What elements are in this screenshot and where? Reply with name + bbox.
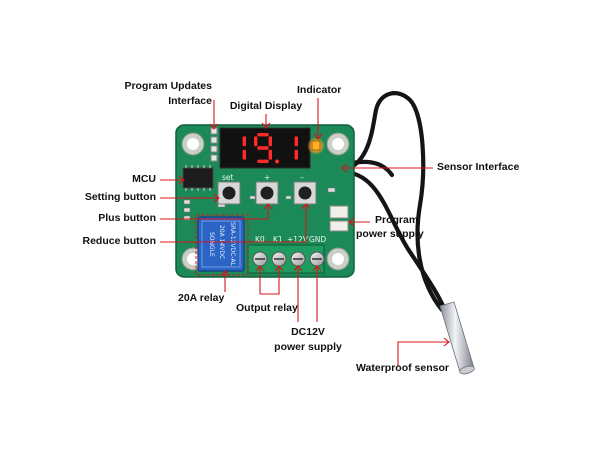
label-output-relay: Output relay (236, 302, 298, 314)
relay-20a: SONGLE 20A 14VDC SRA-12VDC-AL (197, 216, 245, 272)
display-segment (294, 149, 298, 160)
display-segment (242, 149, 246, 160)
label-sensor-interface: Sensor Interface (437, 161, 520, 173)
display-segment (257, 146, 269, 150)
display-segment (254, 136, 258, 147)
label-indicator: Indicator (297, 84, 342, 96)
label-program: Program (375, 214, 419, 226)
label-program-updates: Program Updates (124, 80, 212, 92)
label-mcu: MCU (132, 173, 156, 185)
label-interface: Interface (168, 95, 212, 107)
mcu-chip (182, 165, 214, 191)
display-segment (268, 136, 272, 147)
program-update-pads (210, 127, 218, 162)
setting-button[interactable] (217, 181, 241, 205)
silkscreen-plus: + (264, 173, 270, 182)
label-setting-button: Setting button (84, 191, 156, 203)
terminal-label-12v: +12V (287, 235, 309, 244)
label-digital-display: Digital Display (229, 100, 303, 112)
waterproof-sensor-probe (439, 301, 475, 375)
screw-terminal[interactable] (309, 251, 325, 267)
silkscreen-minus: – (300, 173, 304, 182)
reduce-button[interactable] (293, 181, 317, 205)
relay-highlight (195, 214, 249, 276)
terminal-label-k0: K0 (255, 235, 265, 244)
terminal-block (247, 244, 325, 274)
program-power-connector (329, 205, 349, 232)
terminal-label-k1: K1 (273, 235, 283, 244)
indicator-led (311, 140, 321, 151)
label-plus-button: Plus button (98, 212, 156, 224)
display-segment (242, 136, 246, 147)
mounting-hole (181, 132, 205, 156)
screw-terminal[interactable] (290, 251, 306, 267)
label-dc12v: DC12V (291, 326, 325, 338)
label-waterproof-sensor: Waterproof sensor (356, 362, 449, 374)
display-decimal-point (275, 159, 279, 164)
display-segment (268, 149, 272, 160)
mounting-hole (326, 247, 350, 271)
silkscreen-set: set (222, 173, 234, 182)
mounting-hole (326, 132, 350, 156)
label-reduce-button: Reduce button (82, 235, 157, 247)
screw-terminal[interactable] (271, 251, 287, 267)
display-segment (294, 136, 298, 147)
label-20a-relay: 20A relay (178, 292, 225, 304)
terminal-label-gnd: GND (309, 235, 326, 244)
seven-segment-digits (242, 133, 298, 164)
screw-terminal[interactable] (252, 251, 268, 267)
label-power-supply: power supply (356, 228, 424, 240)
plus-button[interactable] (255, 181, 279, 205)
display-segment (257, 133, 269, 137)
display-segment (257, 159, 269, 163)
relay-brand: SONGLE (208, 232, 215, 257)
relay-model: SRA-12VDC-AL (229, 222, 236, 267)
label-dc12v-power-supply: power supply (274, 341, 342, 353)
